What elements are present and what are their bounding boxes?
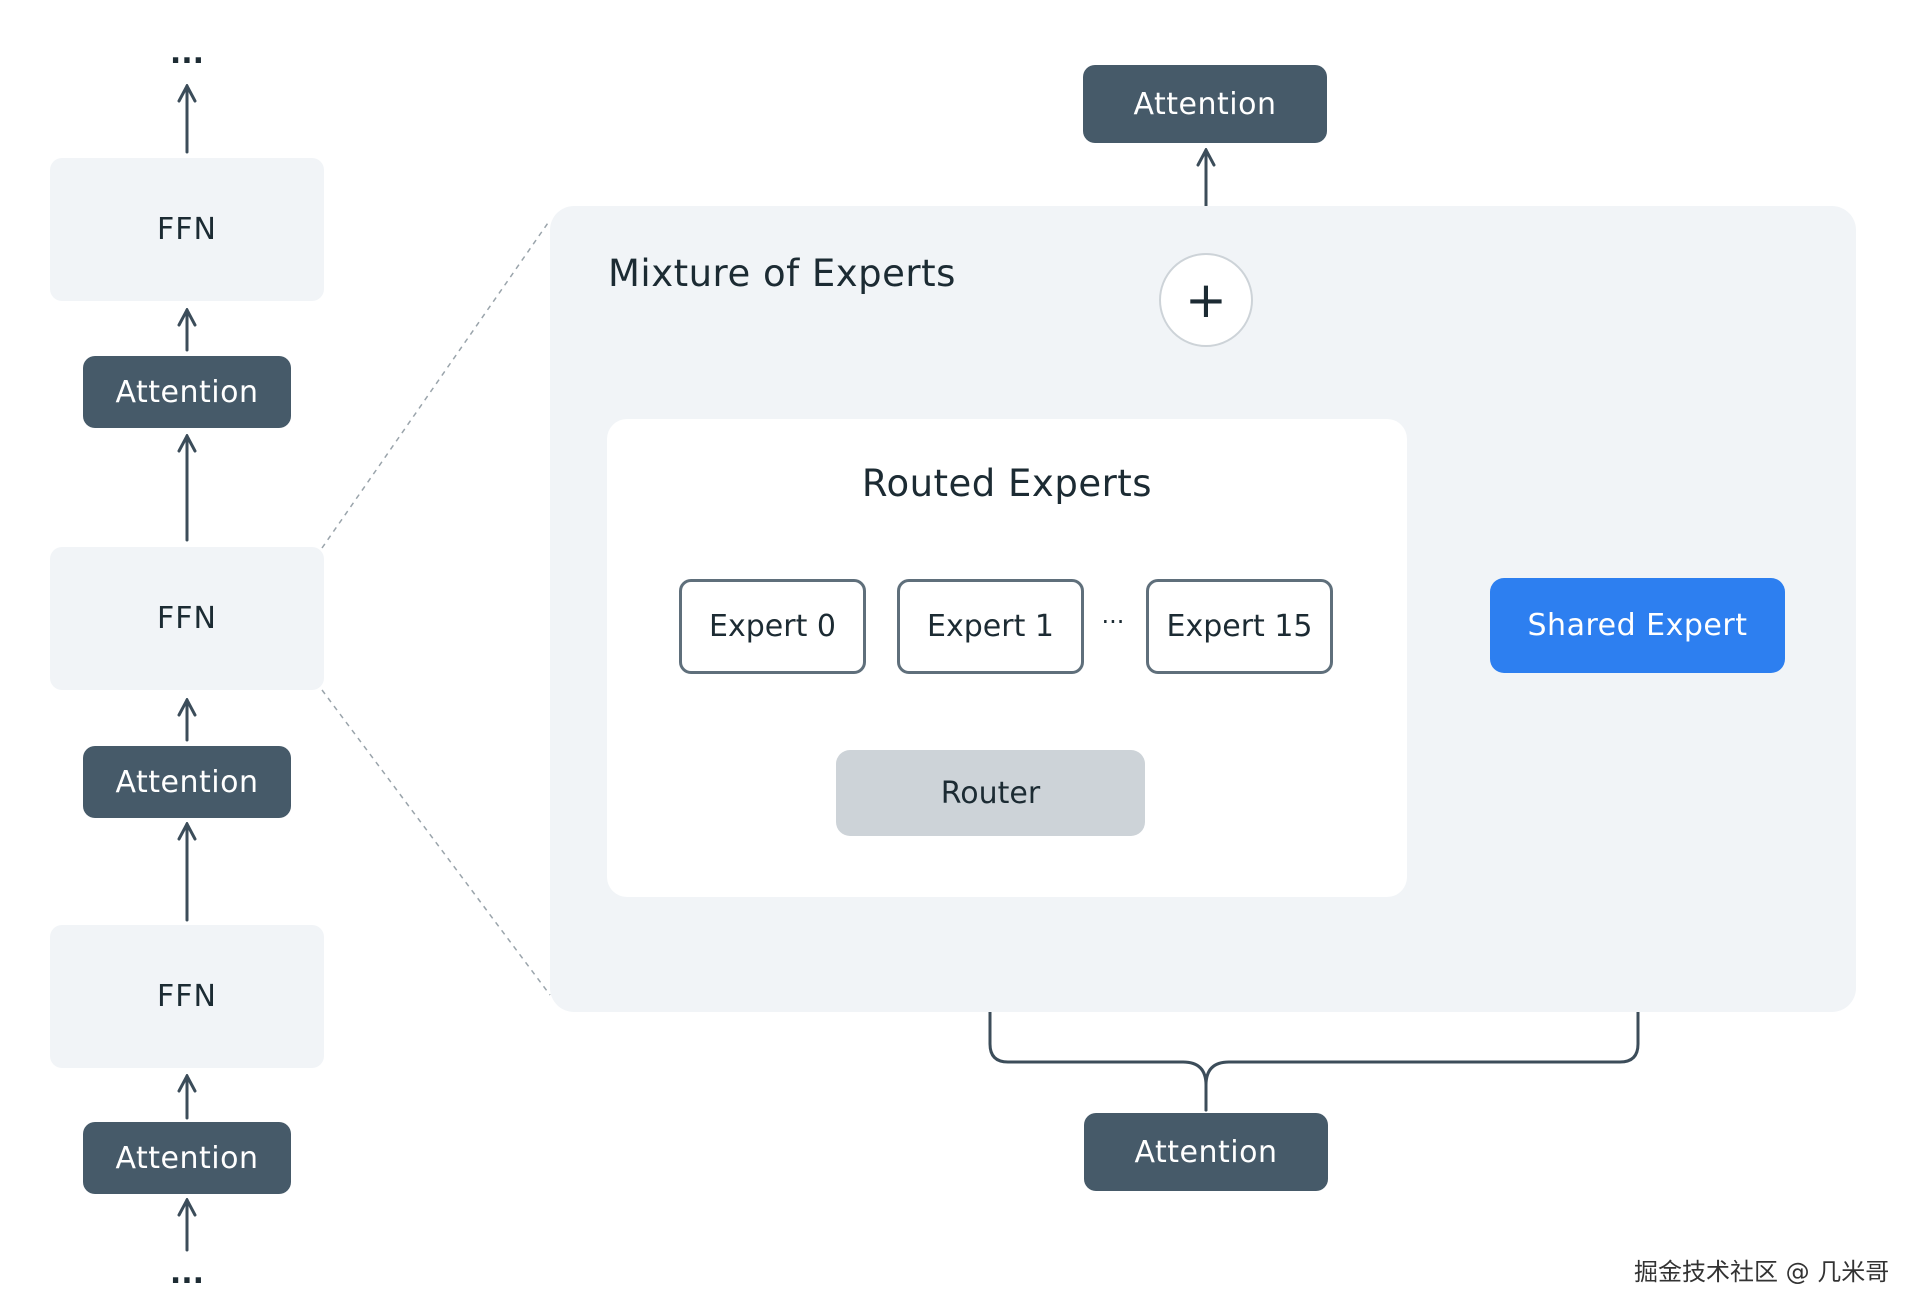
zoom-line-top (321, 219, 551, 549)
router-label: Router (940, 775, 1041, 811)
arrow-attention-to-shared (1204, 680, 1638, 1112)
left-bottom-ellipsis: ... (169, 1256, 205, 1291)
expert-label: Expert 0 (709, 609, 836, 644)
attention-bottom-input: Attention (1084, 1113, 1328, 1191)
expert-label: Expert 1 (927, 609, 1054, 644)
attention-block-3: Attention (83, 1122, 291, 1194)
attention-block-2: Attention (83, 746, 291, 818)
shared-expert-box: Shared Expert (1490, 578, 1785, 673)
attention-top-output: Attention (1083, 65, 1327, 143)
ffn-label: FFN (157, 212, 217, 247)
plus-icon: + (1185, 271, 1227, 329)
arrow-attention-to-router (990, 842, 1208, 1112)
ffn-label: FFN (157, 979, 217, 1014)
attention-label: Attention (1134, 1134, 1278, 1170)
expert-label: Expert 15 (1166, 609, 1313, 644)
ffn-block-bottom: FFN (50, 925, 324, 1068)
attention-label: Attention (115, 764, 259, 800)
router-box: Router (836, 750, 1145, 836)
zoom-line-bottom (321, 689, 551, 996)
expert-15-box: Expert 15 (1146, 579, 1333, 674)
attention-block-1: Attention (83, 356, 291, 428)
attention-label: Attention (115, 1140, 259, 1176)
attention-label: Attention (1133, 86, 1277, 122)
watermark: 掘金技术社区 @ 几米哥 (1634, 1258, 1890, 1286)
ffn-block-middle: FFN (50, 547, 324, 690)
expert-1-box: Expert 1 (897, 579, 1084, 674)
left-top-ellipsis: ... (169, 36, 205, 71)
routed-experts-title: Routed Experts (861, 462, 1153, 505)
moe-title: Mixture of Experts (608, 252, 956, 295)
sum-node: + (1159, 253, 1253, 347)
experts-ellipsis: ··· (1101, 608, 1125, 636)
shared-expert-label: Shared Expert (1527, 608, 1748, 643)
expert-0-box: Expert 0 (679, 579, 866, 674)
attention-label: Attention (115, 374, 259, 410)
ffn-label: FFN (157, 601, 217, 636)
ffn-block-top: FFN (50, 158, 324, 301)
